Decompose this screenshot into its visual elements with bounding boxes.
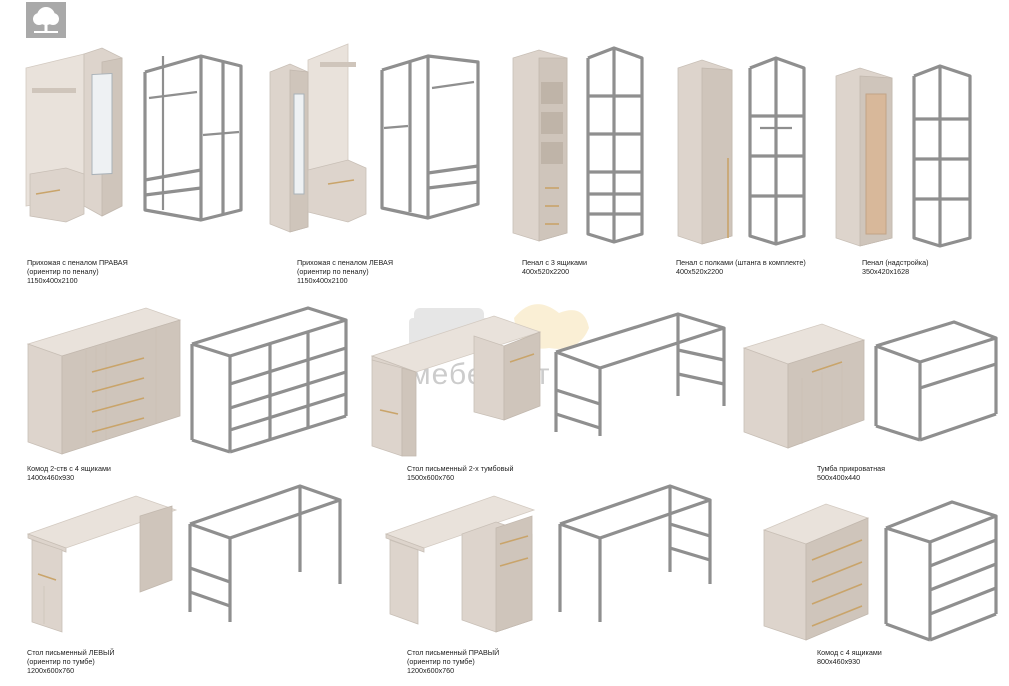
hall-left-render (268, 42, 368, 233)
caption-title: Стол письменный 2-х тумбовый (407, 464, 514, 473)
caption-size: 1150x400x2100 (27, 276, 78, 285)
desk-2pedestal-caption: Стол письменный 2-х тумбовый 1500x600x76… (407, 464, 514, 482)
hall-right-caption: Прихожая с пеналом ПРАВАЯ (ориентир по п… (27, 258, 128, 285)
nightstand-caption: Тумба прикроватная 500x400x440 (817, 464, 885, 482)
caption-title: Прихожая с пеналом ЛЕВАЯ (297, 258, 394, 267)
pencil-3-drawers-render (512, 48, 569, 243)
pencil-shelves-caption: Пенал с полками (штанга в комплекте) 400… (676, 258, 806, 276)
desk-left-render (26, 494, 178, 634)
caption-size: 1500x600x760 (407, 473, 455, 482)
tree-icon (33, 7, 59, 33)
nightstand-render (742, 320, 866, 450)
caption-size: 1400x460x930 (27, 473, 75, 482)
caption-title: Стол письменный ЛЕВЫЙ (27, 648, 115, 657)
desk-left-frame (188, 484, 342, 624)
caption-title: Тумба прикроватная (817, 464, 886, 473)
desk-right-caption: Стол письменный ПРАВЫЙ (ориентир по тумб… (407, 648, 499, 675)
caption-title: Прихожая с пеналом ПРАВАЯ (27, 258, 128, 267)
dresser-4drawers-render (762, 502, 870, 642)
dresser-4drawers-caption: Комод с 4 ящиками 800x460x930 (817, 648, 882, 666)
caption-title: Комод 2-ств с 4 ящиками (27, 464, 111, 473)
caption-note: (ориентир по пеналу) (27, 267, 99, 276)
pencil-top-frame (912, 64, 972, 248)
desk-2pedestal-render (370, 310, 542, 458)
caption-size: 1200x600x760 (407, 666, 455, 675)
pencil-shelves-frame (748, 56, 806, 246)
caption-title: Стол письменный ПРАВЫЙ (407, 648, 500, 657)
caption-size: 800x460x930 (817, 657, 861, 666)
brand-logo (26, 2, 66, 38)
hall-left-frame (380, 48, 482, 220)
nightstand-frame (874, 318, 998, 444)
caption-size: 1150x400x2100 (297, 276, 348, 285)
caption-note: (ориентир по тумбе) (407, 657, 475, 666)
caption-size: 1200x600x760 (27, 666, 75, 675)
caption-note: (ориентир по пеналу) (297, 267, 369, 276)
hall-right-frame (143, 50, 243, 222)
caption-title: Пенал (надстройка) (862, 258, 929, 267)
pencil-shelves-render (677, 58, 734, 246)
desk-2pedestal-frame (554, 310, 726, 438)
dresser-2door-frame (190, 304, 348, 454)
desk-right-render (384, 494, 536, 634)
caption-size: 500x400x440 (817, 473, 861, 482)
caption-title: Пенал с 3 ящиками (522, 258, 587, 267)
caption-title: Пенал с полками (штанга в комплекте) (676, 258, 806, 267)
caption-size: 400x520x2200 (676, 267, 724, 276)
pencil-top-caption: Пенал (надстройка) 350x420x1628 (862, 258, 928, 276)
dresser-4drawers-frame (884, 500, 998, 642)
dresser-2door-render (26, 304, 182, 456)
hall-left-caption: Прихожая с пеналом ЛЕВАЯ (ориентир по пе… (297, 258, 393, 285)
caption-title: Комод с 4 ящиками (817, 648, 882, 657)
desk-left-caption: Стол письменный ЛЕВЫЙ (ориентир по тумбе… (27, 648, 115, 675)
caption-size: 400x520x2200 (522, 267, 570, 276)
desk-right-frame (558, 484, 712, 624)
caption-size: 350x420x1628 (862, 267, 910, 276)
hall-right-render (25, 46, 126, 223)
pencil-3-drawers-frame (586, 46, 644, 244)
caption-note: (ориентир по тумбе) (27, 657, 95, 666)
dresser-2door-caption: Комод 2-ств с 4 ящиками 1400x460x930 (27, 464, 111, 482)
pencil-3-drawers-caption: Пенал с 3 ящиками 400x520x2200 (522, 258, 587, 276)
pencil-top-render (835, 66, 894, 247)
